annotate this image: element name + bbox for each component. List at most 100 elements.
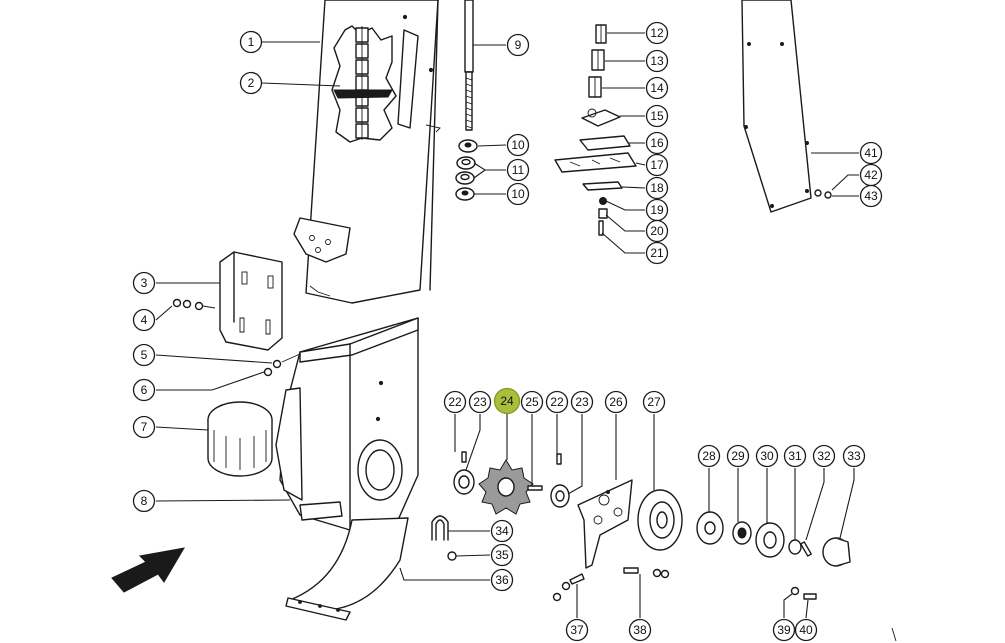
callout-label: 27	[647, 395, 661, 409]
callout-label: 16	[650, 136, 664, 150]
callout-label: 15	[650, 109, 664, 123]
paddle	[333, 89, 393, 99]
callout-27: 27	[642, 390, 666, 414]
callout-label: 37	[570, 623, 584, 637]
callout-2: 2	[239, 71, 263, 95]
callout-12: 12	[645, 21, 669, 45]
fan-housing	[275, 317, 419, 531]
callout-label: 12	[650, 26, 664, 40]
corner-mark	[891, 627, 897, 642]
threaded-rod	[464, 0, 474, 131]
callout-label: 11	[512, 163, 525, 177]
callout-25: 25	[520, 390, 544, 414]
callout-14: 14	[645, 76, 669, 100]
callout-label: 40	[799, 623, 813, 637]
callout-label: 19	[650, 203, 664, 217]
callout-22-right: 22	[545, 390, 569, 414]
callout-label: 31	[788, 449, 802, 463]
callout-33: 33	[842, 444, 866, 468]
callout-label: 43	[864, 189, 878, 203]
callout-9: 9	[506, 33, 530, 57]
callout-34: 34	[490, 519, 514, 543]
callout-label: 7	[141, 420, 148, 434]
callout-5: 5	[132, 343, 156, 367]
callout-19: 19	[645, 198, 669, 222]
callout-32: 32	[812, 444, 836, 468]
callout-label: 29	[731, 449, 745, 463]
callout-label: 21	[650, 246, 664, 260]
callout-23-right: 23	[570, 390, 594, 414]
side-panel	[741, 0, 832, 213]
callout-label: 39	[777, 623, 791, 637]
callout-23-left: 23	[468, 390, 492, 414]
callout-30: 30	[755, 444, 779, 468]
callout-label: 23	[473, 395, 487, 409]
callout-label: 3	[141, 276, 148, 290]
callout-4: 4	[132, 308, 156, 332]
shroud-ring	[207, 401, 273, 477]
callout-6: 6	[132, 378, 156, 402]
callout-40: 40	[794, 618, 818, 642]
callout-label: 35	[495, 548, 509, 562]
callout-label: 6	[141, 383, 148, 397]
callout-label: 2	[248, 76, 255, 90]
callout-label: 36	[495, 573, 509, 587]
callout-41: 41	[859, 141, 883, 165]
callout-8: 8	[132, 489, 156, 513]
callout-label: 10	[511, 138, 525, 152]
elevator-tube	[293, 0, 441, 304]
callout-36: 36	[490, 568, 514, 592]
callout-35: 35	[490, 543, 514, 567]
callout-10-top: 10	[506, 133, 530, 157]
callout-label: 20	[650, 224, 664, 238]
callout-label: 24	[500, 394, 514, 408]
callout-label: 26	[609, 395, 623, 409]
callout-label: 1	[248, 35, 255, 49]
hinge-plates	[554, 135, 637, 236]
callout-38: 38	[628, 618, 652, 642]
callout-17: 17	[645, 153, 669, 177]
callout-label: 42	[864, 168, 878, 182]
mounting-bracket	[172, 251, 283, 351]
callout-label: 4	[141, 313, 148, 327]
callout-label: 33	[847, 449, 861, 463]
nut-and-washer-stack	[455, 139, 478, 201]
callout-26: 26	[604, 390, 628, 414]
callout-label: 25	[525, 395, 539, 409]
callout-10-bottom: 10	[506, 182, 530, 206]
callout-label: 17	[650, 158, 664, 172]
small-bolts	[263, 353, 301, 377]
callout-42: 42	[859, 163, 883, 187]
callout-1: 1	[239, 30, 263, 54]
callout-label: 22	[550, 395, 564, 409]
sprocket-assembly	[453, 451, 683, 569]
callout-label: 30	[760, 449, 774, 463]
u-bolt	[431, 515, 457, 561]
callout-13: 13	[645, 49, 669, 73]
callout-15: 15	[645, 104, 669, 128]
callout-16: 16	[645, 131, 669, 155]
callout-label: 10	[511, 187, 525, 201]
callout-label: 9	[515, 38, 522, 52]
callout-18: 18	[645, 176, 669, 200]
callout-label: 14	[650, 81, 664, 95]
callout-3: 3	[132, 271, 156, 295]
callout-24-highlighted: 24	[493, 387, 521, 415]
leader-lines	[155, 32, 859, 619]
bearing-assembly	[696, 511, 851, 600]
callout-29: 29	[726, 444, 750, 468]
fasteners-37-38	[552, 567, 670, 602]
direction-arrow	[111, 547, 185, 593]
callout-43: 43	[859, 184, 883, 208]
callout-label: 5	[141, 348, 148, 362]
callout-37: 37	[565, 618, 589, 642]
callout-28: 28	[697, 444, 721, 468]
callout-7: 7	[132, 415, 156, 439]
callout-31: 31	[783, 444, 807, 468]
callout-label: 28	[702, 449, 716, 463]
callout-39: 39	[772, 618, 796, 642]
callout-label: 38	[633, 623, 647, 637]
hinge-parts	[581, 24, 621, 127]
callout-label: 32	[817, 449, 831, 463]
discharge-chute	[285, 517, 409, 621]
